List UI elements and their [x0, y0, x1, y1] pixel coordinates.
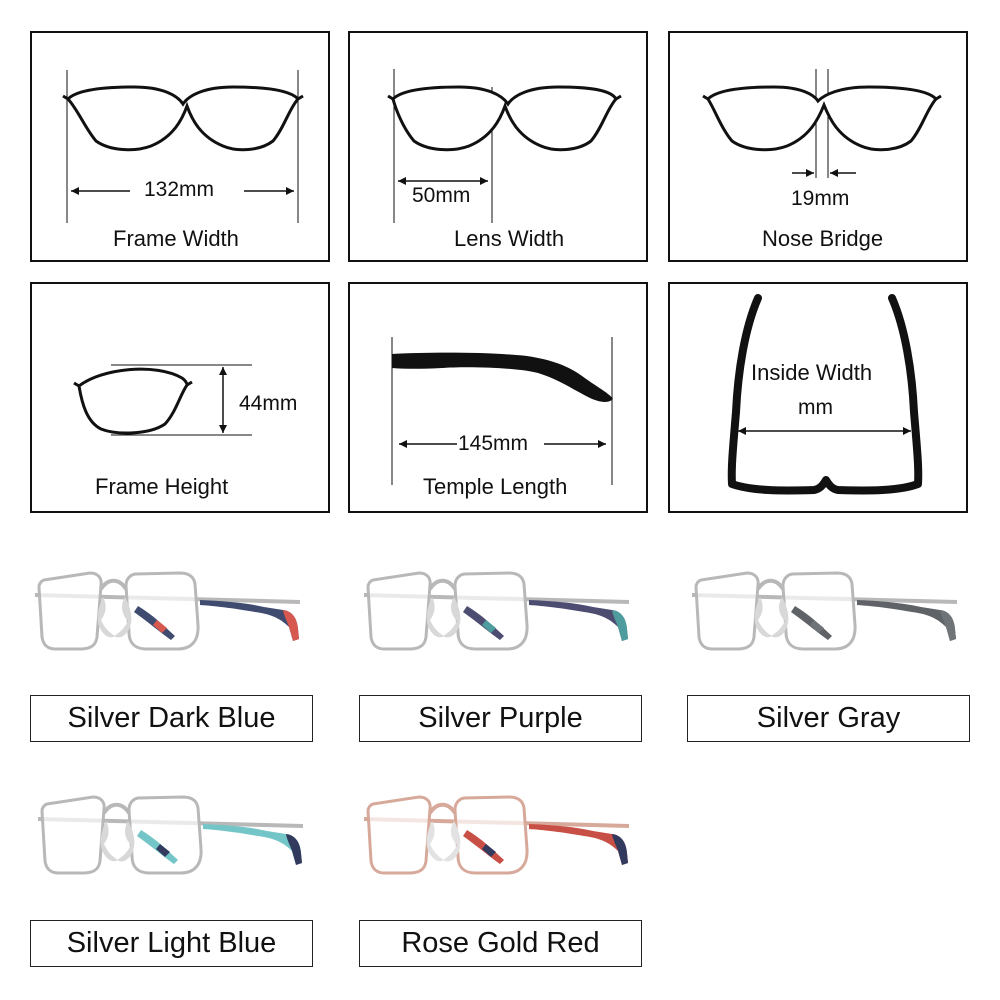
- inside-width-title: Inside Width: [751, 360, 873, 385]
- lens-width-card: 50mm Lens Width: [348, 31, 648, 262]
- frame-height-card: 44mm Frame Height: [30, 282, 330, 513]
- temple-length-diagram: [391, 337, 613, 485]
- color-label-silver-light-blue: Silver Light Blue: [30, 920, 313, 967]
- temple-length-card: 145mm Temple Length: [348, 282, 648, 513]
- silver-light-blue-glasses-image: [37, 795, 304, 875]
- lens-width-value: 50mm: [412, 184, 471, 207]
- silver-gray-glasses-image: [691, 571, 958, 651]
- frame-height-title: Frame Height: [95, 474, 229, 499]
- inside-width-diagram: [727, 294, 923, 495]
- rose-gold-red-glasses-image: [363, 795, 630, 875]
- lens-width-title: Lens Width: [454, 226, 565, 251]
- temple-length-title: Temple Length: [423, 474, 568, 499]
- frame-height-value: 44mm: [239, 392, 298, 415]
- lens-width-diagram: [387, 69, 622, 223]
- inside-width-card: Inside Width mm: [668, 282, 968, 513]
- nose-bridge-value: 19mm: [791, 187, 850, 210]
- nose-bridge-card: 19mm Nose Bridge: [668, 31, 968, 262]
- frame-height-diagram: [73, 364, 252, 436]
- color-label-silver-dark-blue: Silver Dark Blue: [30, 695, 313, 742]
- frame-width-card: 132mm Frame Width: [30, 31, 330, 262]
- inside-width-value: mm: [798, 396, 833, 419]
- frame-width-title: Frame Width: [113, 226, 239, 251]
- nose-bridge-diagram: [702, 69, 942, 178]
- silver-purple-glasses-image: [363, 571, 630, 651]
- frame-width-value: 132mm: [144, 178, 215, 201]
- nose-bridge-title: Nose Bridge: [762, 226, 884, 251]
- frame-width-diagram: [62, 70, 304, 223]
- color-label-silver-gray: Silver Gray: [687, 695, 970, 742]
- color-label-rose-gold-red: Rose Gold Red: [359, 920, 642, 967]
- silver-dark-blue-glasses-image: [34, 571, 301, 651]
- temple-length-value: 145mm: [458, 432, 529, 455]
- color-label-silver-purple: Silver Purple: [359, 695, 642, 742]
